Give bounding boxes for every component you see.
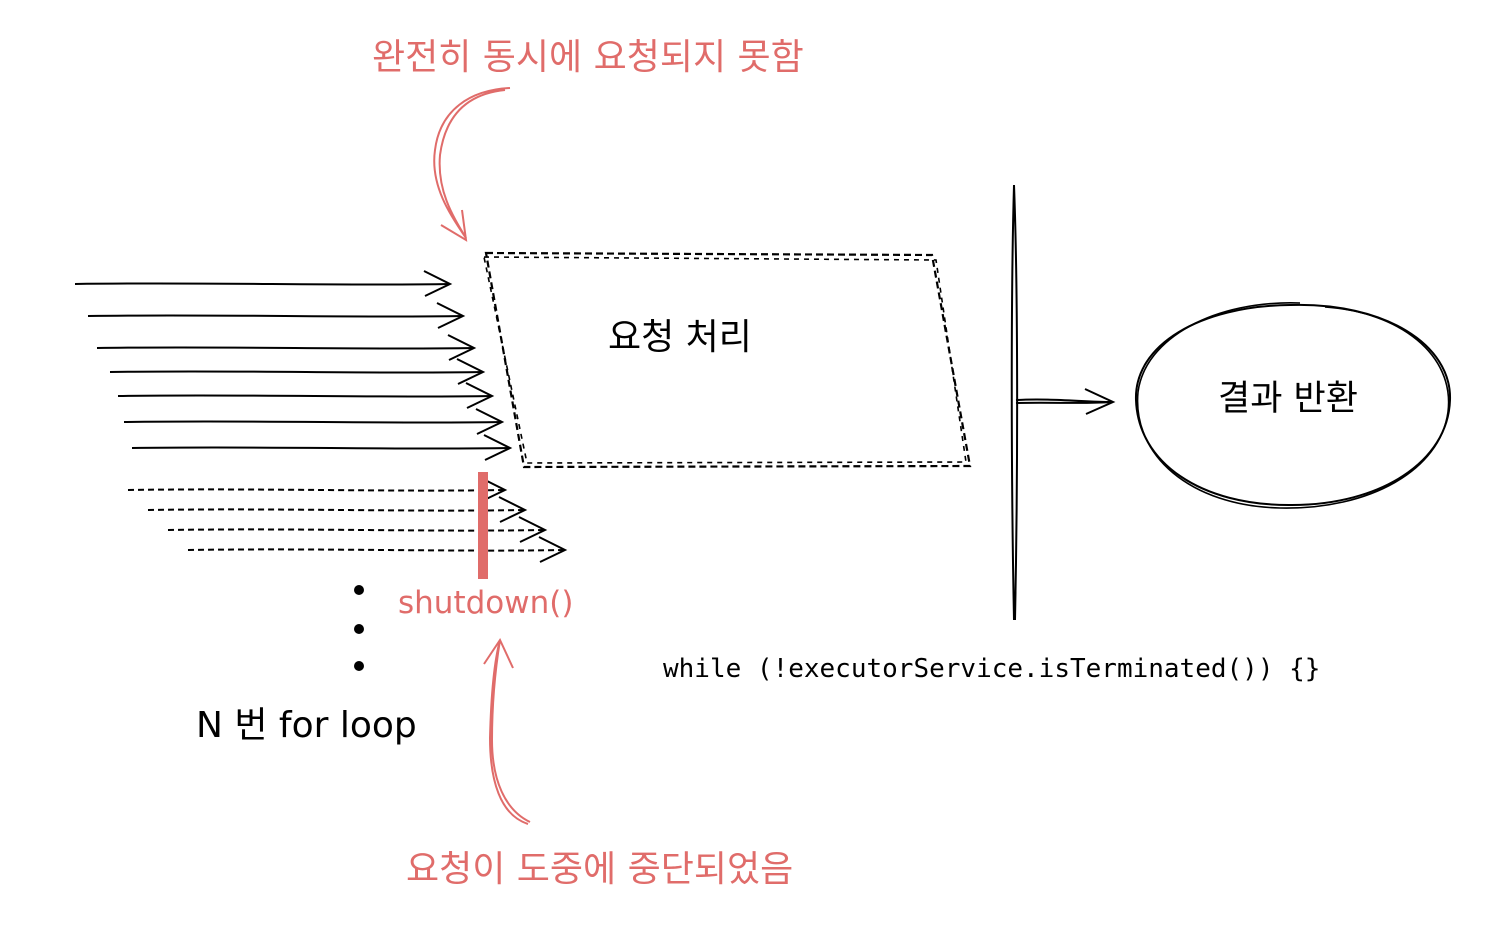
bottom-note-arrow xyxy=(488,639,531,825)
return-result-node xyxy=(1134,303,1452,507)
completed-request-arrow xyxy=(131,434,513,461)
ellipsis-dot xyxy=(354,661,364,671)
ellipsis-dot xyxy=(354,585,364,595)
interrupted-request-arrow xyxy=(187,536,568,563)
top-note-arrowhead xyxy=(440,209,468,242)
loop-label: N 번 for loop xyxy=(196,705,417,746)
interrupted-note: 요청이 도중에 중단되었음 xyxy=(406,849,794,890)
result-arrowhead xyxy=(1084,388,1116,415)
request-processing-box-sketch xyxy=(483,256,967,464)
completed-request-arrows xyxy=(74,270,513,461)
interrupted-request-arrows xyxy=(127,476,568,563)
interrupted-request-arrow xyxy=(147,496,528,523)
return-result-node-sketch xyxy=(1136,302,1450,509)
completed-request-arrow xyxy=(96,334,477,361)
completed-request-arrow xyxy=(109,358,486,385)
top-note-arrow xyxy=(433,87,511,239)
shutdown-marker xyxy=(478,472,488,579)
wait-loop-code: while (!executorService.isTerminated()) … xyxy=(663,654,1321,684)
completed-request-arrow xyxy=(74,270,453,297)
result-arrow xyxy=(1015,398,1113,404)
interrupted-request-arrow xyxy=(127,476,508,503)
completed-request-arrow xyxy=(117,382,495,409)
completed-request-arrow xyxy=(123,408,505,435)
interrupted-request-arrow xyxy=(167,516,548,543)
shutdown-label: shutdown() xyxy=(398,585,574,621)
bottom-note-arrowhead xyxy=(483,637,514,669)
not-fully-concurrent-note: 완전히 동시에 요청되지 못함 xyxy=(372,37,804,78)
termination-barrier xyxy=(1010,184,1019,621)
request-processing-label: 요청 처리 xyxy=(608,317,752,358)
ellipsis-dot xyxy=(354,624,364,634)
completed-request-arrow xyxy=(87,302,466,329)
request-processing-box xyxy=(484,251,972,469)
return-result-label: 결과 반환 xyxy=(1218,379,1358,419)
